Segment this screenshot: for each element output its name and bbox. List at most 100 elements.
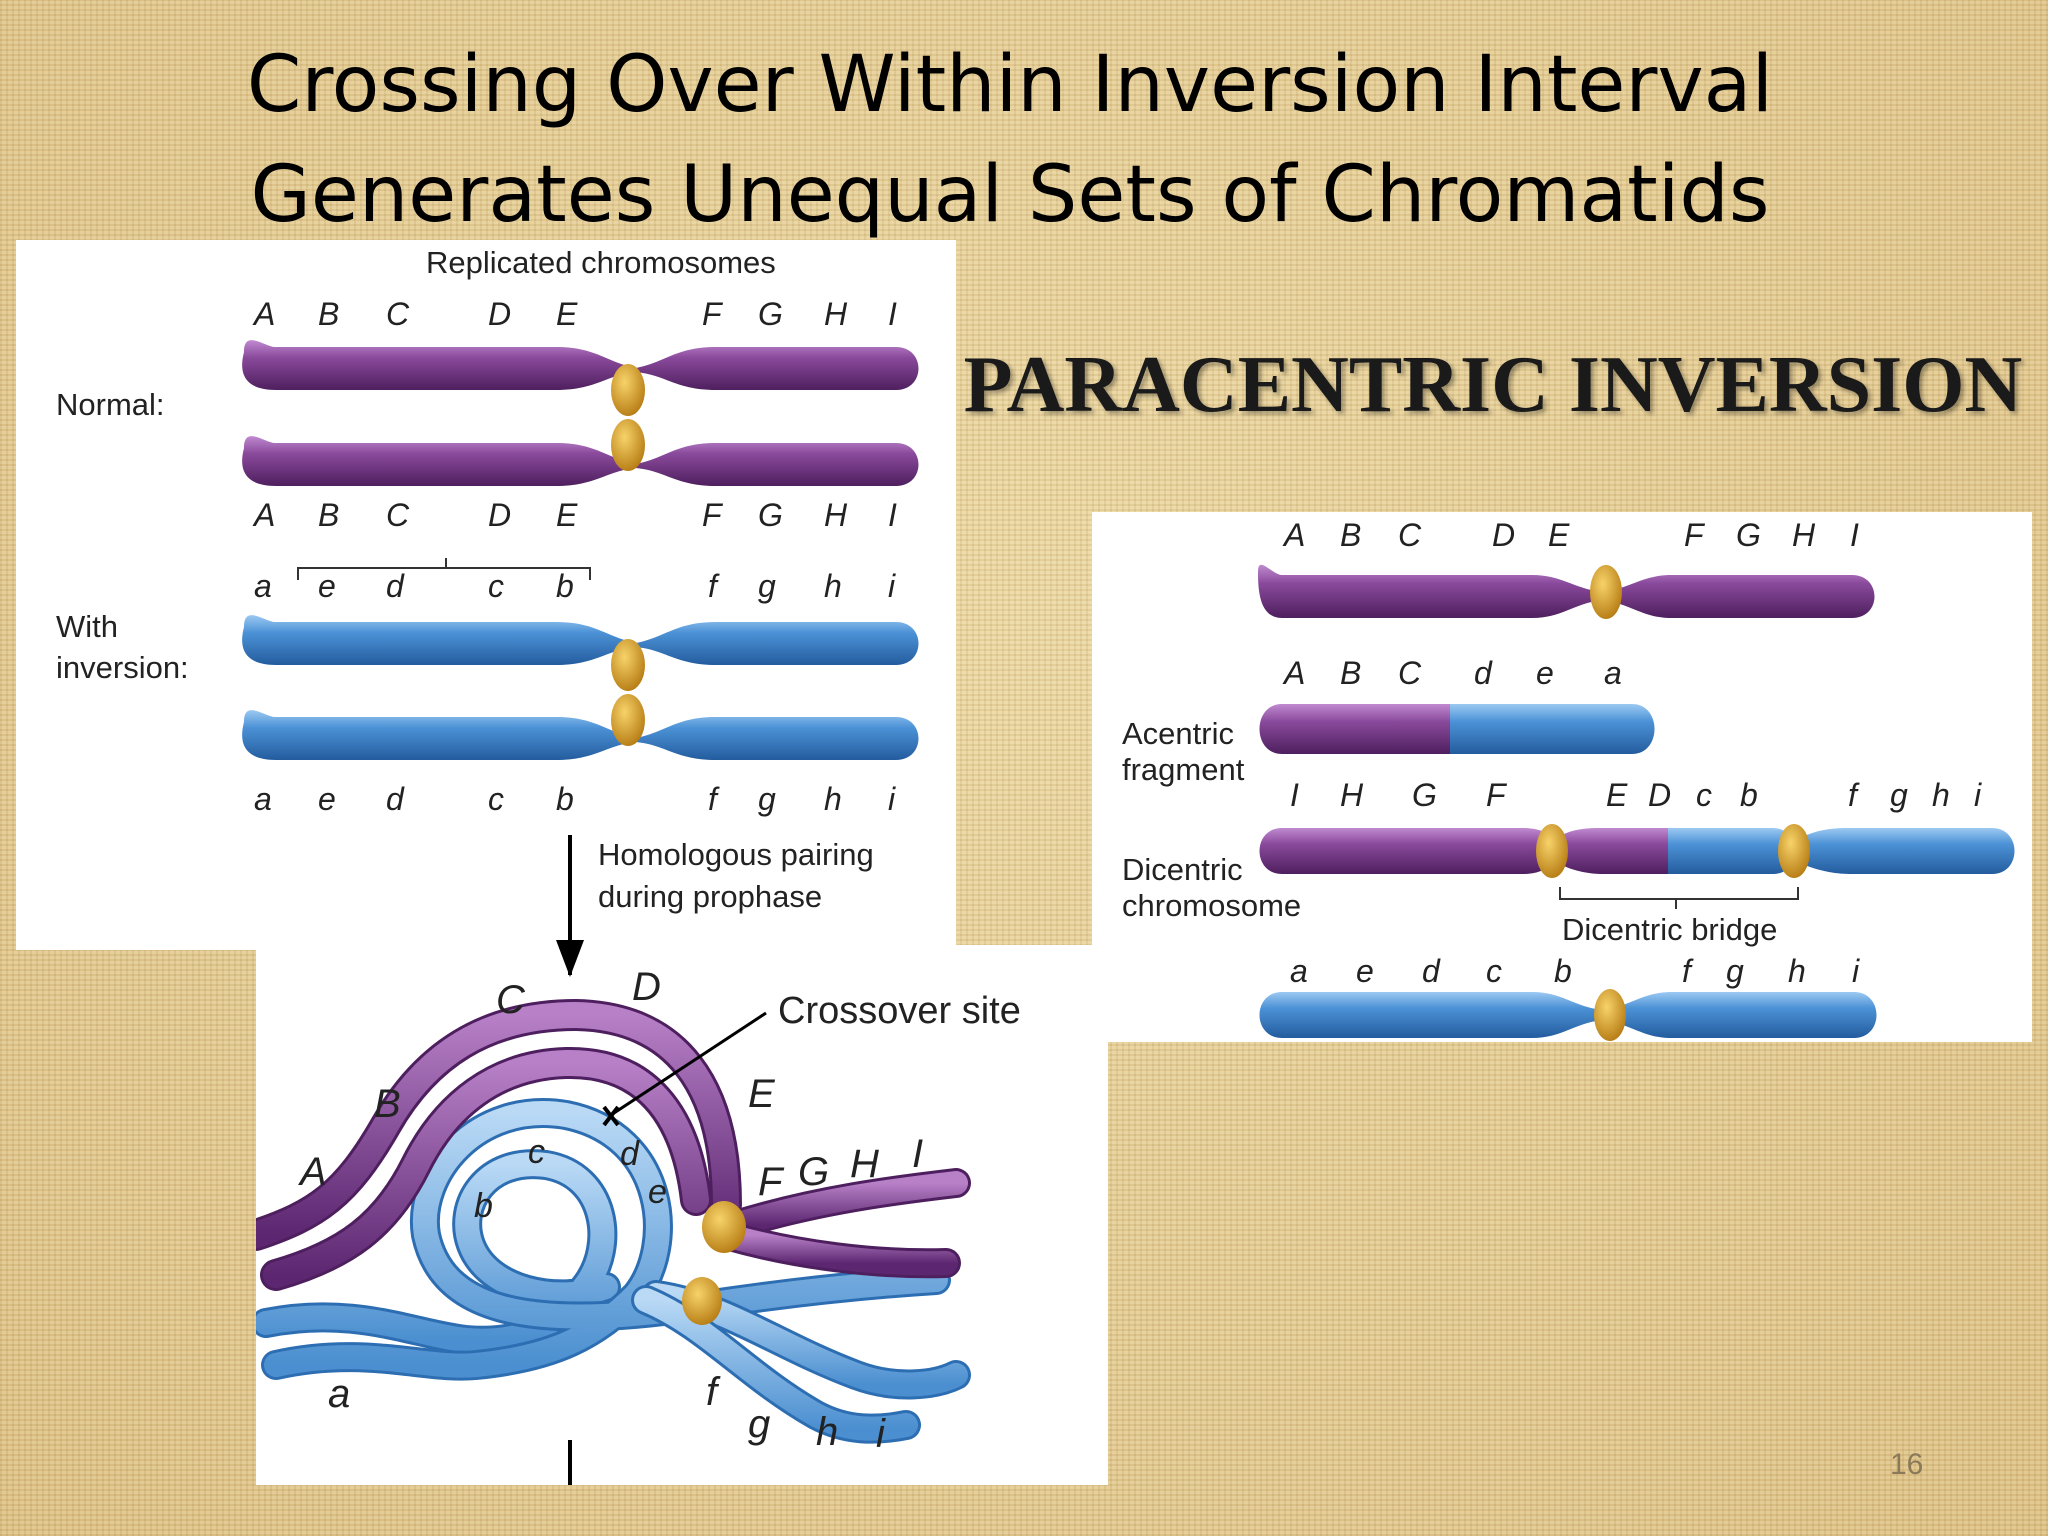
gene-label: D <box>632 965 661 1009</box>
gene-label: G <box>1412 777 1437 813</box>
replicated-chromosomes-figure: Replicated chromosomes Normal: A B C D E… <box>16 240 956 950</box>
gene-label: d <box>1422 953 1441 989</box>
gene-label: E <box>1606 777 1628 813</box>
gene-label: b <box>474 1187 493 1225</box>
gene-label: B <box>1340 655 1361 691</box>
acentric-fragment-purple <box>1259 704 1450 754</box>
gene-label: b <box>556 568 574 604</box>
dicentric-label-1: Dicentric <box>1122 852 1243 887</box>
inversion-bottom-genes: a e d c b f g h i <box>254 781 896 817</box>
gene-label: E <box>748 1072 776 1116</box>
gene-label: f <box>708 781 720 817</box>
slide-title: Crossing Over Within Inversion Interval … <box>200 30 1820 250</box>
gene-label: c <box>488 568 504 604</box>
gene-label: f <box>708 568 720 604</box>
dicentric-bridge-label: Dicentric bridge <box>1562 912 1777 947</box>
row1-gene-labels: A B C D E F G H I <box>1282 517 1859 553</box>
gene-label: g <box>758 568 776 604</box>
gene-label: B <box>318 296 339 332</box>
gene-label: I <box>1290 777 1299 813</box>
gene-label: I <box>912 1132 923 1176</box>
centromere <box>611 639 645 691</box>
gene-label: G <box>758 296 783 332</box>
acentric-label-2: fragment <box>1122 752 1245 787</box>
gene-label: g <box>748 1402 770 1446</box>
inversion-top-genes: a e d c b f g h i <box>254 568 896 604</box>
gene-label: C <box>386 497 410 533</box>
acentric-label-1: Acentric <box>1122 716 1234 751</box>
gene-label: F <box>702 497 724 533</box>
inversion-loop-diagram: Crossover site C D B E A c d b e F G H I… <box>240 945 1021 1485</box>
acentric-fragment-blue <box>1450 704 1655 754</box>
normal-top-genes: A B C D E F G H I <box>252 296 897 332</box>
inversion-label: inversion: <box>56 650 189 685</box>
gene-label: f <box>1848 777 1860 813</box>
gene-label: a <box>328 1372 350 1416</box>
meiotic-products-figure: A B C D E F G H I A B C d e a Acentric f… <box>1092 512 2032 1042</box>
gene-label: H <box>824 497 848 533</box>
gene-label: e <box>318 568 336 604</box>
gene-label: F <box>758 1160 785 1204</box>
centromere <box>682 1277 722 1325</box>
crossover-site-label: Crossover site <box>778 990 1021 1032</box>
gene-label: g <box>758 781 776 817</box>
gene-label: A <box>1282 517 1305 553</box>
gene-label: h <box>824 568 842 604</box>
title-line-2: Generates Unequal Sets of Chromatids <box>250 150 1770 240</box>
gene-label: I <box>888 296 897 332</box>
row3-gene-labels: I H G F E D c b f g h i <box>1290 777 1982 813</box>
row4-gene-labels: a e d c b f g h i <box>1290 953 1860 989</box>
crossover-mark <box>602 1105 620 1127</box>
gene-label: i <box>888 781 896 817</box>
gene-label: a <box>254 568 272 604</box>
gene-label: b <box>556 781 574 817</box>
centromere <box>1590 565 1622 619</box>
gene-label: c <box>488 781 504 817</box>
gene-label: E <box>556 497 578 533</box>
pairing-caption-1: Homologous pairing <box>598 837 874 872</box>
purple-arch-chromatids <box>240 998 971 1291</box>
paracentric-inversion-heading: PARACENTRIC INVERSION <box>963 341 2023 429</box>
gene-label: B <box>374 1082 401 1126</box>
gene-label: C <box>1398 517 1422 553</box>
gene-label: i <box>876 1412 886 1456</box>
gene-label: E <box>1548 517 1570 553</box>
with-label: With <box>56 609 118 644</box>
dicentric-purple-arm <box>1259 828 1554 874</box>
title-line-1: Crossing Over Within Inversion Interval <box>246 40 1774 130</box>
gene-label: E <box>556 296 578 332</box>
gene-label: b <box>1554 953 1572 989</box>
gene-label: h <box>1788 953 1806 989</box>
dicentric-bridge-bracket <box>1559 887 1799 909</box>
gene-label: h <box>1932 777 1950 813</box>
crossover-pointer-line <box>613 1011 767 1115</box>
gene-label: D <box>1648 777 1671 813</box>
replicated-heading: Replicated chromosomes <box>426 245 776 280</box>
dicentric-blue-arm <box>1797 828 2015 874</box>
gene-label: H <box>824 296 848 332</box>
gene-label: d <box>620 1135 640 1173</box>
gene-label: d <box>386 781 405 817</box>
gene-label: A <box>298 1150 327 1194</box>
loop-gene-labels: C D B E A c d b e F G H I a f g h i <box>298 965 923 1456</box>
gene-label: D <box>488 296 511 332</box>
gene-label: G <box>1736 517 1761 553</box>
gene-label: d <box>1474 655 1493 691</box>
gene-label: a <box>1290 953 1308 989</box>
gene-label: b <box>1740 777 1758 813</box>
gene-label: e <box>1356 953 1374 989</box>
gene-label: c <box>528 1133 545 1171</box>
centromere <box>611 694 645 746</box>
gene-label: g <box>1890 777 1908 813</box>
gene-label: a <box>254 781 272 817</box>
gene-label: h <box>824 781 842 817</box>
normal-bottom-genes: A B C D E F G H I <box>252 497 897 533</box>
inversion-loop-figure: Crossover site C D B E A c d b e F G H I… <box>240 945 1108 1485</box>
pairing-arrow <box>556 835 584 977</box>
row2-gene-labels: A B C d e a <box>1282 655 1622 691</box>
gene-label: h <box>816 1410 838 1454</box>
gene-label: A <box>252 497 275 533</box>
normal-chromatid-2 <box>242 436 919 486</box>
gene-label: A <box>1282 655 1305 691</box>
gene-label: B <box>1340 517 1361 553</box>
